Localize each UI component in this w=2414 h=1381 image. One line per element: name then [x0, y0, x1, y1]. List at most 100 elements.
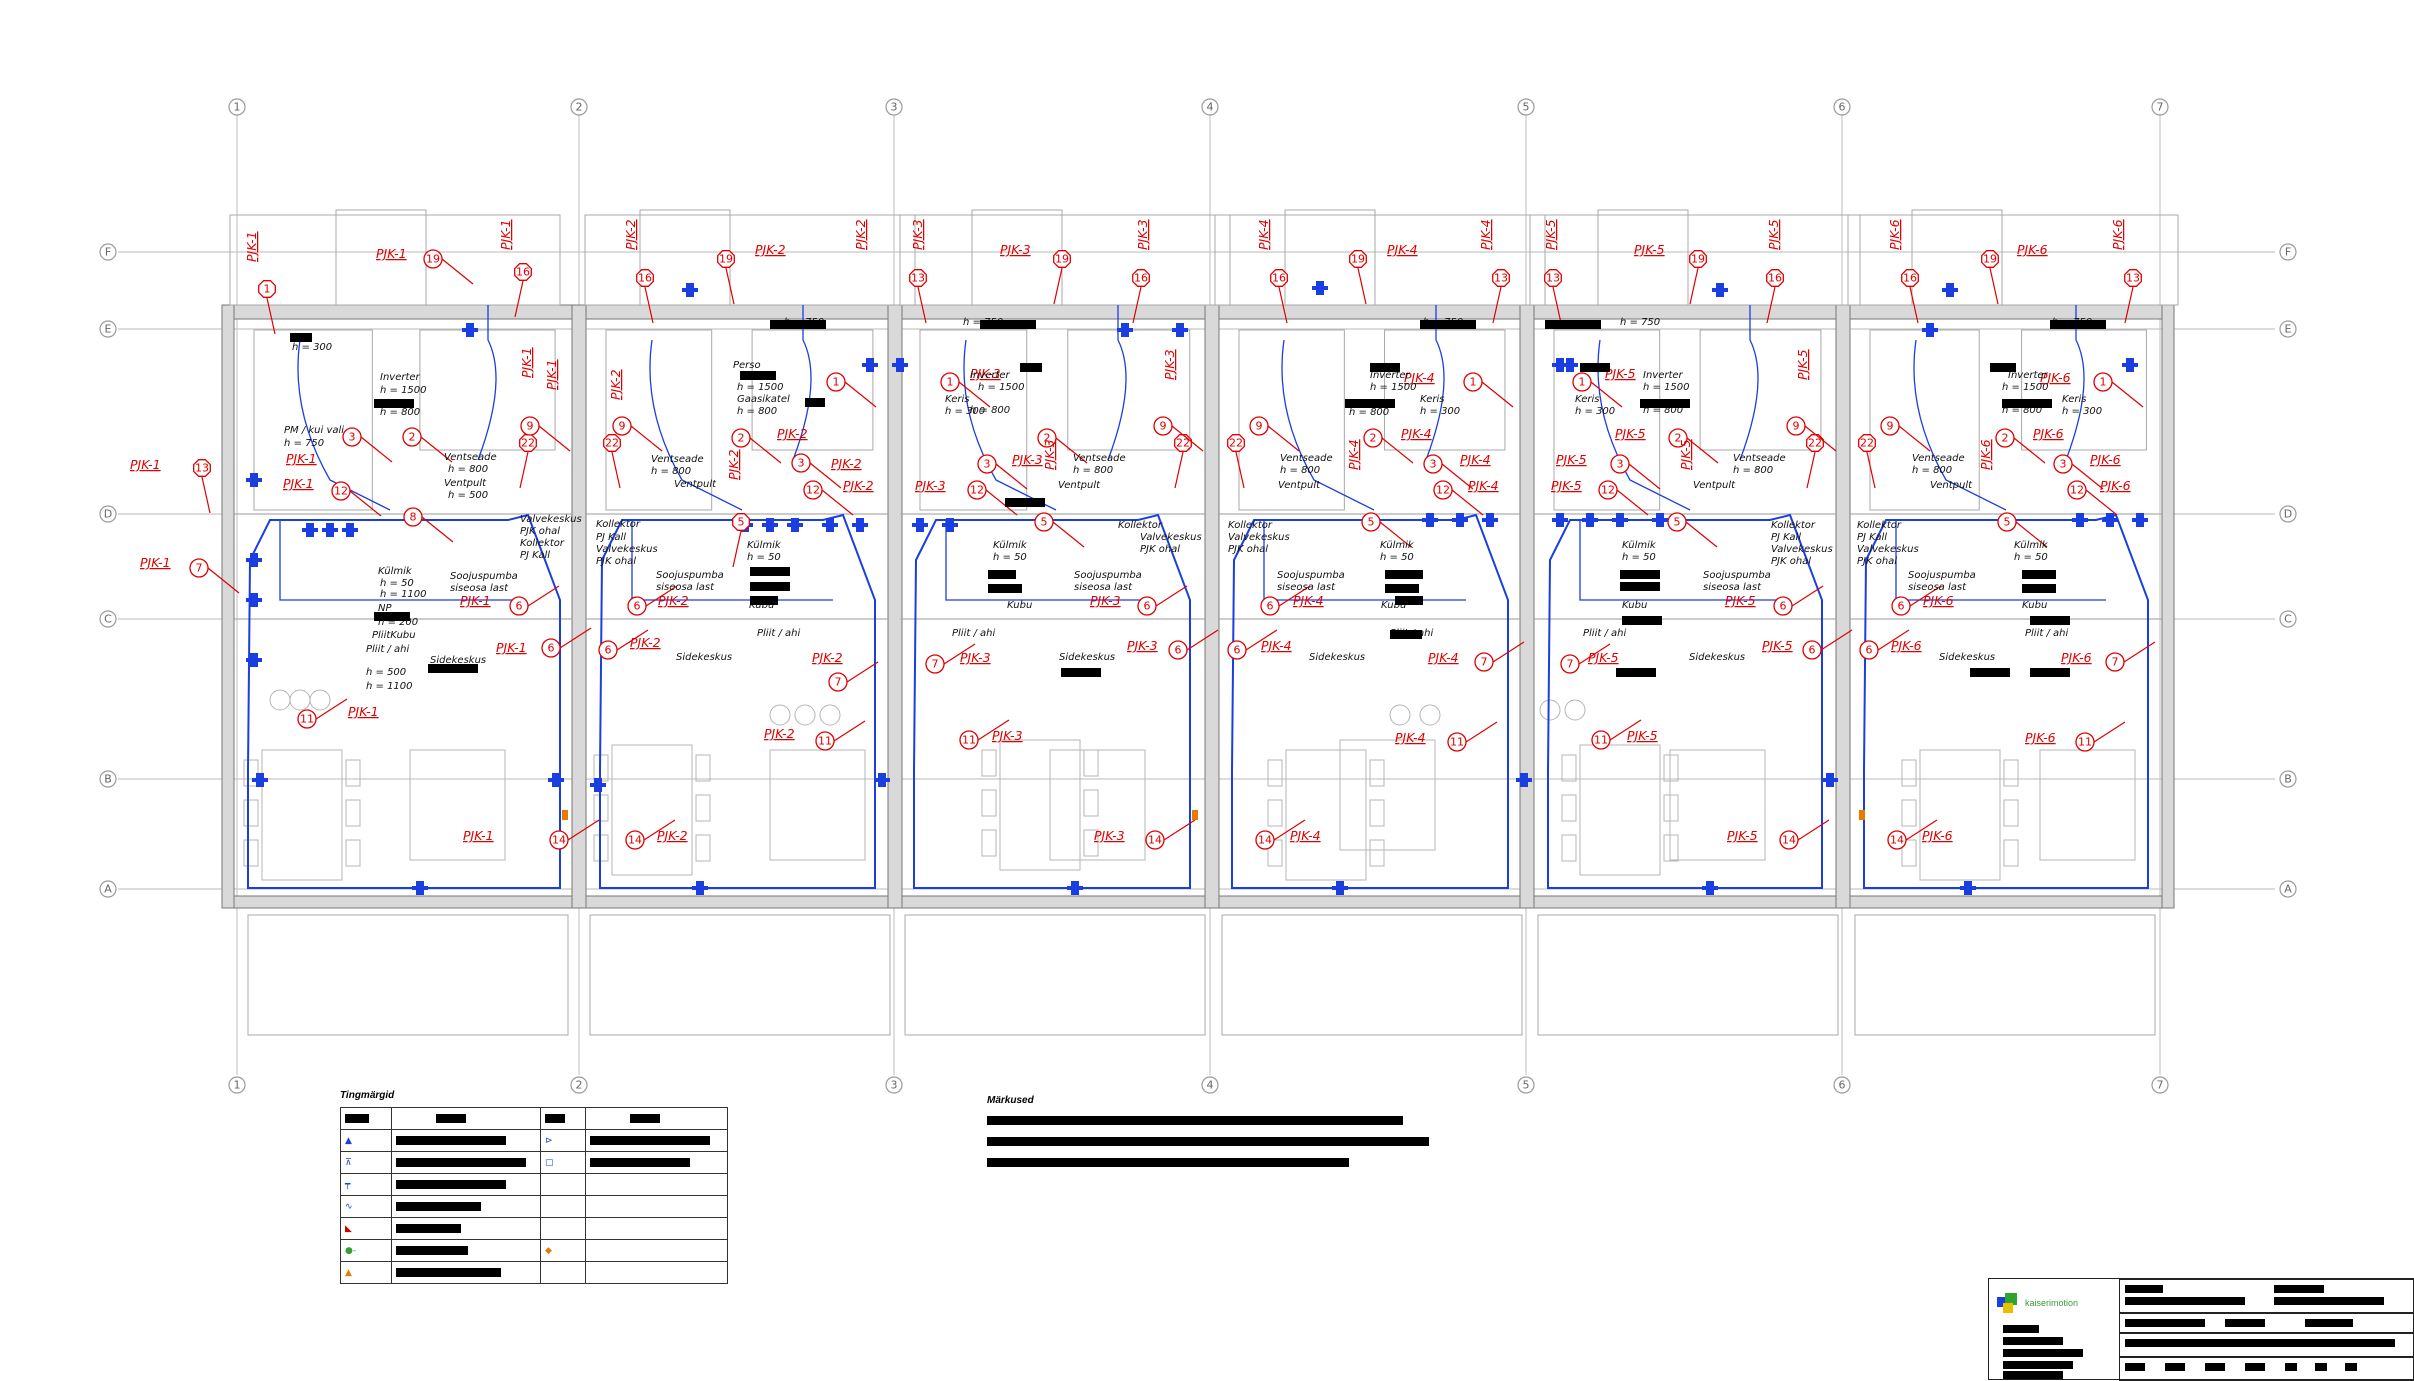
- room-note: Kollektor: [1771, 520, 1816, 531]
- device: [246, 598, 262, 602]
- circuit-label: PJK-1: [498, 219, 513, 250]
- leader-line: [2111, 381, 2144, 408]
- circuit-tag: 22: [1174, 434, 1192, 452]
- tag-number: 9: [1160, 420, 1167, 433]
- tag-number: 12: [334, 485, 348, 498]
- chair: [695, 834, 711, 862]
- room-note: PJK ohal: [520, 526, 560, 537]
- tag-number: 11: [1594, 734, 1608, 747]
- tag-octagon: [519, 434, 537, 452]
- tag-number: 12: [2070, 484, 2084, 497]
- room-note: Sidekeskus: [676, 652, 732, 663]
- redacted-text: [805, 398, 825, 407]
- tag-number: 7: [1567, 658, 1574, 671]
- leader-line: [207, 567, 240, 594]
- room-note: h = 800: [2002, 405, 2042, 416]
- room-note: Keris: [945, 394, 969, 405]
- device: [1172, 328, 1188, 332]
- leader-line: [846, 661, 879, 683]
- room-note: Külmik: [747, 540, 782, 551]
- circuit-label: PJK-6: [1887, 219, 1902, 250]
- circuit-tag: 7: [1474, 652, 1494, 672]
- circuit-label: PJK-4: [1395, 730, 1426, 745]
- party-wall: [1204, 304, 1220, 909]
- tag-octagon: [603, 434, 621, 452]
- circuit-label: PJK-3: [1162, 349, 1177, 380]
- sensor-icon: ●-: [345, 1245, 357, 1256]
- room-note: siseosa last: [1908, 582, 1967, 593]
- chair: [1369, 839, 1385, 867]
- grid-label: 7: [2157, 1079, 2164, 1092]
- tag-octagon: [1227, 434, 1245, 452]
- sofa: [1049, 749, 1146, 861]
- pipe-branch: [945, 520, 1148, 601]
- room-note: h = 1500: [1643, 382, 1690, 393]
- device: [852, 523, 868, 527]
- legend-row: ▲⊳: [340, 1129, 728, 1152]
- circuit-label: PJK-3: [960, 650, 991, 665]
- tag-number: 2: [409, 431, 416, 444]
- chair: [695, 794, 711, 822]
- room-note: Külmik: [1622, 540, 1657, 551]
- tag-number: 13: [195, 462, 209, 475]
- circuit-label: PJK-4: [1468, 478, 1499, 493]
- leader-line: [1804, 425, 1837, 452]
- circuit-tag: 11: [1447, 732, 1467, 752]
- tag-number: 3: [1617, 458, 1624, 471]
- tag-octagon: [717, 250, 735, 268]
- circuit-label: PJK-1: [496, 640, 527, 655]
- terrace: [1221, 914, 1523, 1036]
- redacted-text: [2002, 399, 2052, 408]
- room-note: Ventpult: [1278, 480, 1321, 491]
- device: [692, 886, 708, 890]
- grid-label: 5: [1523, 1079, 1530, 1092]
- party-wall: [887, 304, 903, 909]
- tag-number: 6: [1866, 644, 1873, 657]
- device: [252, 778, 268, 782]
- leader-line: [1132, 286, 1142, 324]
- outlet-icon: ⊼: [345, 1157, 352, 1168]
- room-note: Inverter: [2008, 370, 2049, 381]
- circuit-tag: 6: [1168, 640, 1188, 660]
- circuit-label: PJK-5: [1543, 219, 1558, 250]
- control-box-icon: ▢: [545, 1157, 554, 1168]
- circuit-label: PJK-1: [544, 359, 559, 390]
- room-note: PJ Kall: [1857, 532, 1887, 543]
- tag-number: 14: [552, 834, 566, 847]
- circuit-tag: 11: [297, 709, 317, 729]
- circuit-tag: 7: [2105, 652, 2125, 672]
- legend-row: [340, 1107, 728, 1130]
- leader-line: [1989, 267, 1999, 305]
- circuit-label: PJK-1: [460, 593, 491, 608]
- room-note: Ventpult: [444, 478, 487, 489]
- leader-line: [1616, 489, 1649, 516]
- circuit-tag: 12: [1433, 480, 1453, 500]
- chair: [2003, 839, 2019, 867]
- chair: [981, 829, 997, 857]
- circuit-label: PJK-5: [1725, 593, 1756, 608]
- circuit-label: PJK-1: [376, 246, 407, 261]
- circuit-label: PJK-1: [348, 704, 379, 719]
- legend-table: ▲⊳ ⊼▢ ┯ ∿ ◣ ●-◆ ▲: [340, 1107, 728, 1284]
- circuit-label: PJK-6: [2061, 650, 2092, 665]
- tag-number: 9: [1887, 420, 1894, 433]
- stool: [309, 689, 331, 711]
- redacted-text: [2050, 320, 2106, 329]
- circuit-tag: 19: [1981, 250, 1999, 268]
- tag-number: 16: [516, 266, 530, 279]
- circuit-label: PJK-5: [1551, 478, 1582, 493]
- circuit-tag: 16: [636, 269, 654, 287]
- leader-line: [360, 436, 393, 463]
- circuit-tag: 14: [1887, 830, 1907, 850]
- tag-octagon: [514, 263, 532, 281]
- leader-line: [1791, 585, 1824, 607]
- room-outline: [751, 329, 874, 451]
- circuit-tag: 22: [603, 434, 621, 452]
- floor-heating-loop: [1231, 513, 1509, 889]
- grid-bubble: [2151, 98, 2169, 116]
- tag-number: 14: [1148, 834, 1162, 847]
- leader-line: [1806, 451, 1816, 489]
- redacted-text: [980, 320, 1036, 329]
- circuit-label: PJK-2: [831, 456, 862, 471]
- room-note: siseosa last: [656, 582, 715, 593]
